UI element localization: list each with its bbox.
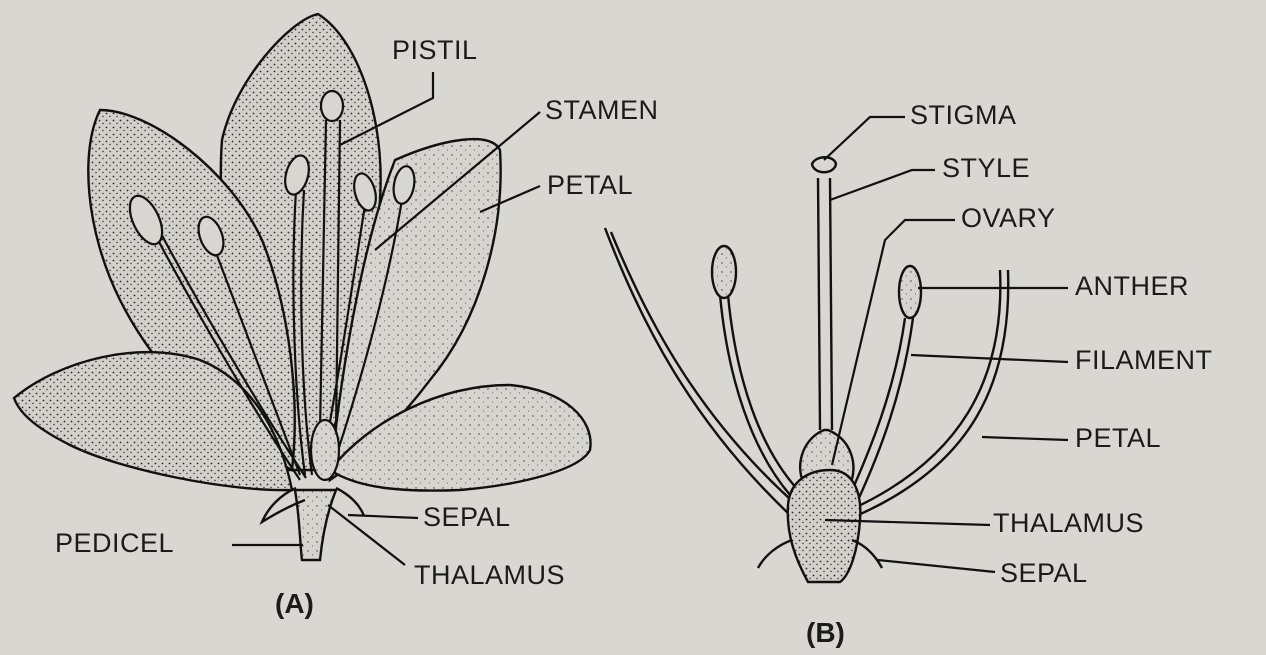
- label-sepal-b: SEPAL: [1000, 558, 1088, 589]
- label-anther: ANTHER: [1075, 271, 1189, 302]
- label-pedicel: PEDICEL: [55, 528, 174, 559]
- label-stamen: STAMEN: [545, 95, 659, 126]
- label-filament: FILAMENT: [1075, 345, 1213, 376]
- label-sepal-a: SEPAL: [423, 502, 511, 533]
- label-style: STYLE: [942, 153, 1030, 184]
- label-stigma: STIGMA: [910, 100, 1017, 131]
- label-petal-a: PETAL: [547, 170, 633, 201]
- figure-a-base: [262, 488, 364, 560]
- label-thalamus-a: THALAMUS: [414, 560, 565, 591]
- label-petal-b: PETAL: [1075, 423, 1161, 454]
- caption-b: (B): [806, 617, 845, 649]
- label-thalamus-b: THALAMUS: [993, 508, 1144, 539]
- label-pistil: PISTIL: [392, 35, 478, 66]
- caption-a: (A): [275, 588, 314, 620]
- label-ovary: OVARY: [961, 203, 1056, 234]
